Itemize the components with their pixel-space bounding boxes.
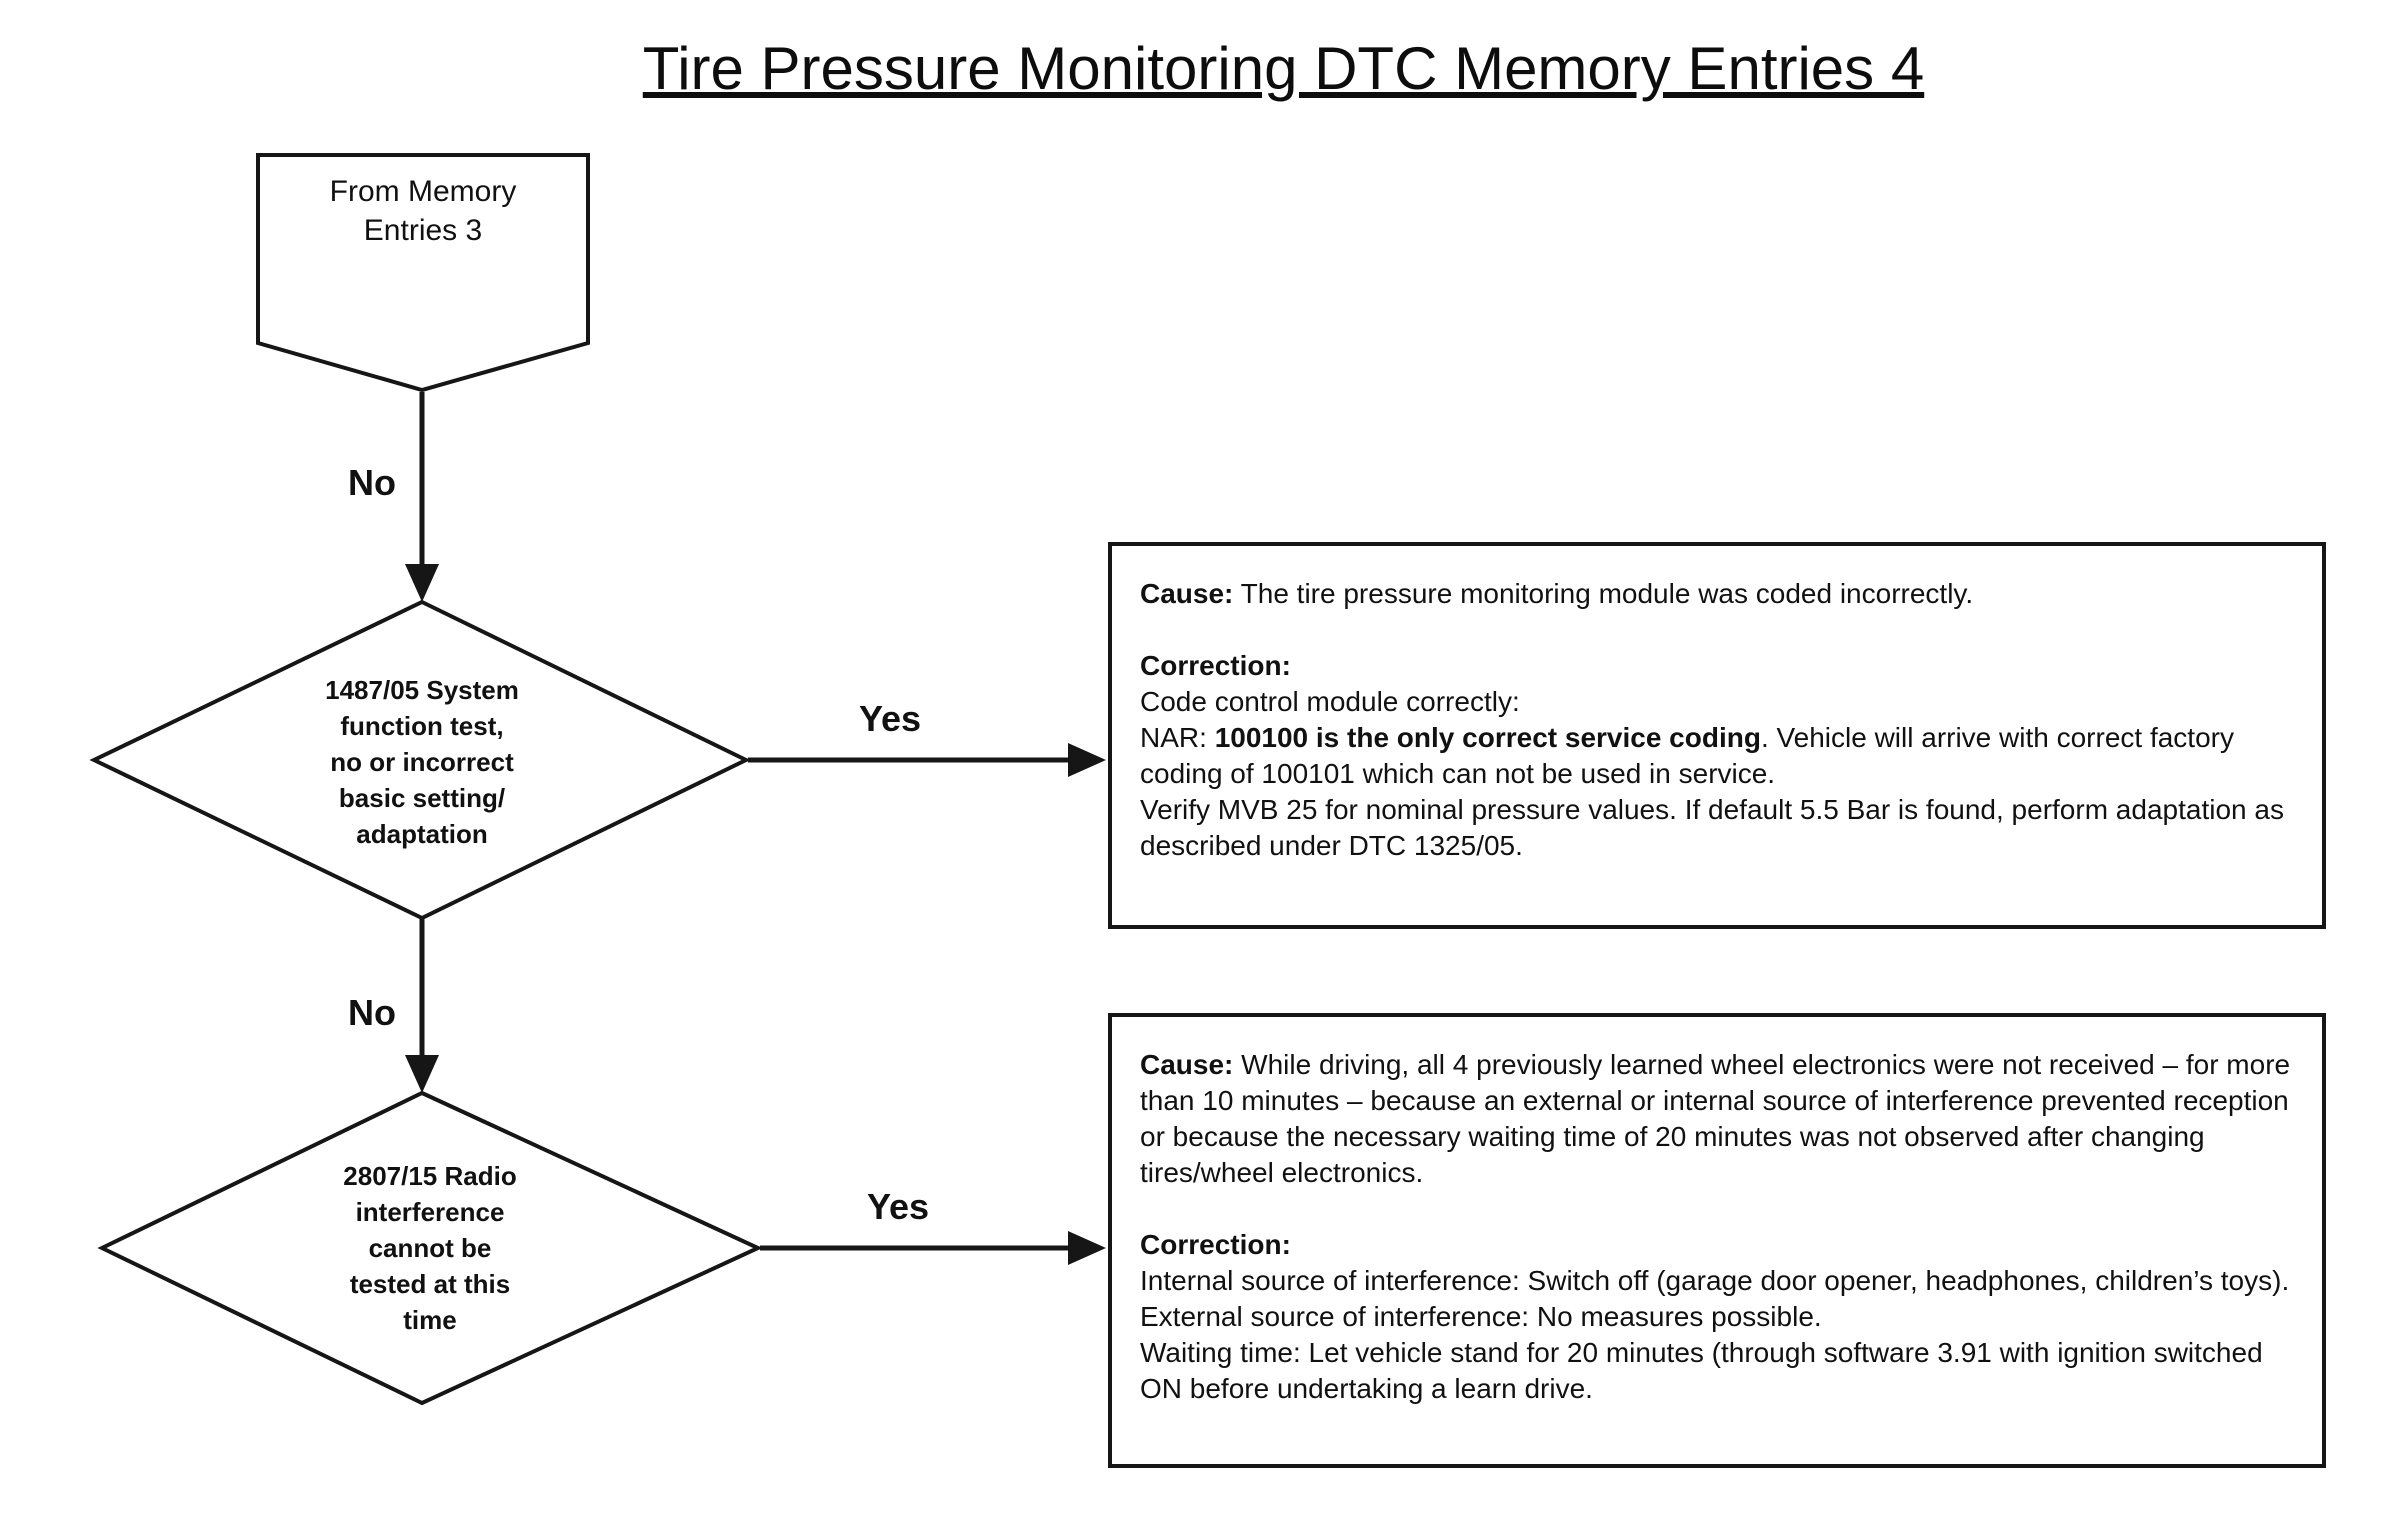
decision-2-label: 2807/15 Radio interference cannot be tes… — [150, 1158, 710, 1338]
cause-paragraph: Cause: The tire pressure monitoring modu… — [1140, 576, 2294, 612]
arrowhead-right-icon — [1068, 743, 1106, 777]
start-node-line: Entries 3 — [363, 214, 483, 247]
decision-1-label: 1487/05 System function test, no or inco… — [150, 672, 694, 852]
nar-prefix: NAR: — [1140, 722, 1215, 753]
decision-1-line: function test, — [340, 711, 504, 741]
cause-correction-box-1: Cause: The tire pressure monitoring modu… — [1108, 542, 2326, 929]
decision-2-line: 2807/15 Radio — [343, 1161, 517, 1191]
cause-text: While driving, all 4 previously learned … — [1140, 1049, 2291, 1188]
decision-1-line: no or incorrect — [330, 747, 514, 777]
cause-text: The tire pressure monitoring module was … — [1233, 578, 1974, 609]
correction-label: Correction: — [1140, 1229, 1291, 1260]
cause-label: Cause: — [1140, 578, 1234, 609]
decision-2-line: cannot be — [368, 1233, 492, 1263]
decision-2-line: time — [403, 1305, 457, 1335]
start-connector-shape — [256, 153, 590, 393]
yes-arrow-2 — [760, 1231, 1106, 1265]
correction-line: Internal source of interference: Switch … — [1140, 1265, 2290, 1296]
arrowhead-down-icon — [405, 1055, 439, 1093]
edge-label-no-2: No — [348, 992, 396, 1033]
edge-label-no-1: No — [348, 462, 396, 503]
decision-2-line: tested at this — [349, 1269, 511, 1299]
edge-label-yes-1: Yes — [858, 698, 922, 739]
start-node-label: From Memory Entries 3 — [258, 172, 588, 250]
correction-line: Waiting time: Let vehicle stand for 20 m… — [1140, 1337, 2263, 1404]
cause-label: Cause: — [1140, 1049, 1234, 1080]
decision-2-line: interference — [355, 1197, 505, 1227]
correction-line: External source of interference: No meas… — [1140, 1301, 1822, 1332]
no-arrow-1 — [405, 392, 439, 602]
decision-1-line: basic setting/ — [338, 783, 506, 813]
correction-label: Correction: — [1140, 650, 1291, 681]
decision-diamond-2-shape — [97, 1090, 763, 1406]
arrowhead-down-icon — [405, 564, 439, 602]
decision-1-line: 1487/05 System — [325, 675, 519, 705]
start-node-line: From Memory — [329, 175, 517, 208]
page-title: Tire Pressure Monitoring DTC Memory Entr… — [642, 35, 1925, 102]
edge-label-yes-2: Yes — [866, 1186, 930, 1227]
correction-line: Code control module correctly: — [1140, 686, 1520, 717]
yes-arrow-1 — [748, 743, 1106, 777]
cause-correction-box-2: Cause: While driving, all 4 previously l… — [1108, 1013, 2326, 1468]
correction-line: NAR: 100100 is the only correct service … — [1140, 720, 2294, 792]
nar-rest: . Vehicle will arrive with correct facto… — [1140, 722, 2234, 789]
cause-paragraph: Cause: While driving, all 4 previously l… — [1140, 1047, 2294, 1191]
no-arrow-2 — [405, 918, 439, 1093]
nar-bold-text: 100100 is the only correct service codin… — [1214, 722, 1761, 753]
decision-1-line: adaptation — [356, 819, 488, 849]
arrowhead-right-icon — [1068, 1231, 1106, 1265]
correction-line: Verify MVB 25 for nominal pressure value… — [1140, 794, 2284, 861]
